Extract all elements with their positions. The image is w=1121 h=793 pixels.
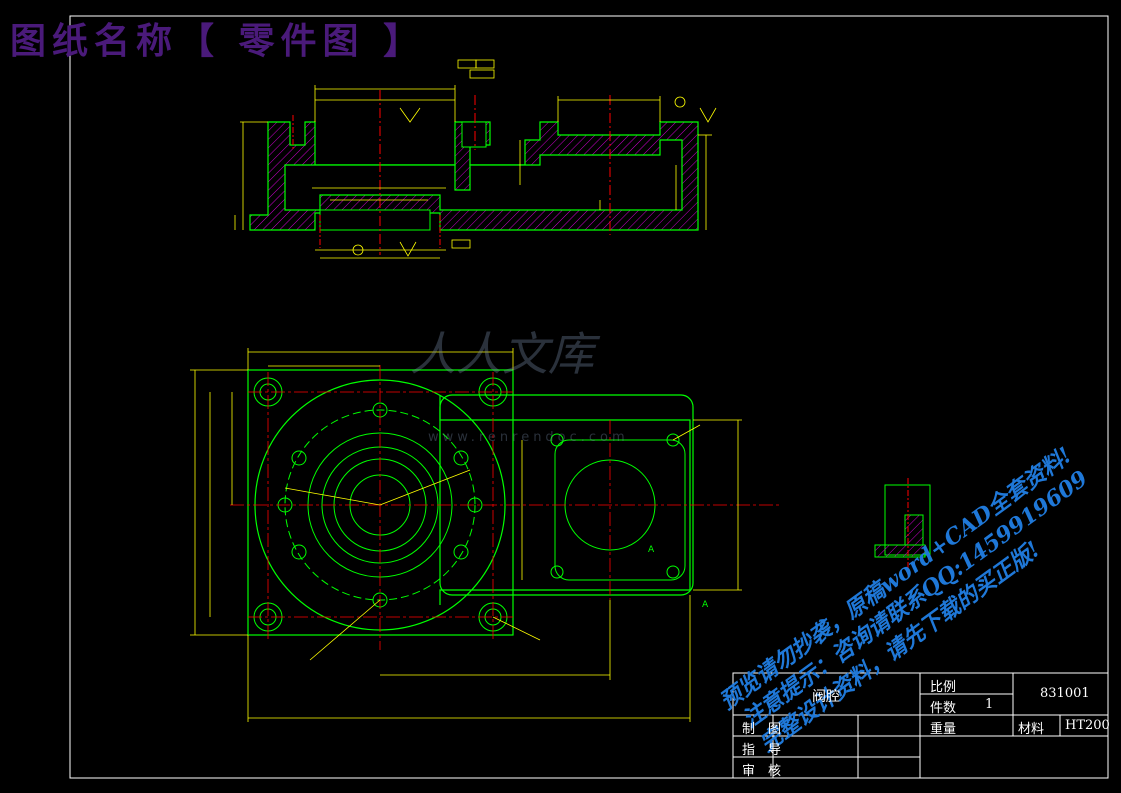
material-label: 材料 (1018, 722, 1045, 737)
drawing-number: 831001 (1040, 686, 1090, 701)
review-label: 审 核 (742, 764, 782, 779)
section-cavity (284, 139, 683, 211)
sheet-border (69, 15, 1109, 779)
guide-label: 指 导 (742, 743, 782, 758)
ratio-label: 比例 (930, 680, 957, 695)
corner-holes (253, 377, 680, 632)
material-value: HT200 (1065, 718, 1110, 733)
title-block-grid (732, 672, 1109, 779)
plan-view: AA (190, 348, 780, 722)
detail-view (874, 478, 931, 570)
plan-centerlines (230, 365, 780, 650)
top-port (461, 121, 487, 148)
bottom-bore (319, 209, 431, 231)
plan-dimensions (190, 348, 742, 722)
svg-text:A: A (702, 600, 709, 610)
section-dimensions (234, 59, 717, 259)
qty-label: 件数 (930, 701, 957, 716)
drawing-name-banner: 图纸名称【 零件图 】 (10, 20, 426, 62)
part-name: 阀腔 (812, 689, 840, 705)
plan-section-marks: AA (648, 545, 709, 610)
watermark-logo: 人人文库 (410, 327, 594, 381)
watermark-url: www.renrendoc.com (428, 430, 629, 445)
detail-base (874, 544, 926, 558)
section-view (234, 59, 717, 259)
svg-text:A: A (648, 545, 655, 555)
drawn-by-label: 制 图 (742, 722, 782, 737)
weight-label: 重量 (930, 722, 957, 737)
flange-plate (247, 369, 514, 636)
right-body-outline (439, 394, 694, 596)
right-square-boss (554, 439, 686, 581)
qty-value: 1 (985, 697, 994, 712)
